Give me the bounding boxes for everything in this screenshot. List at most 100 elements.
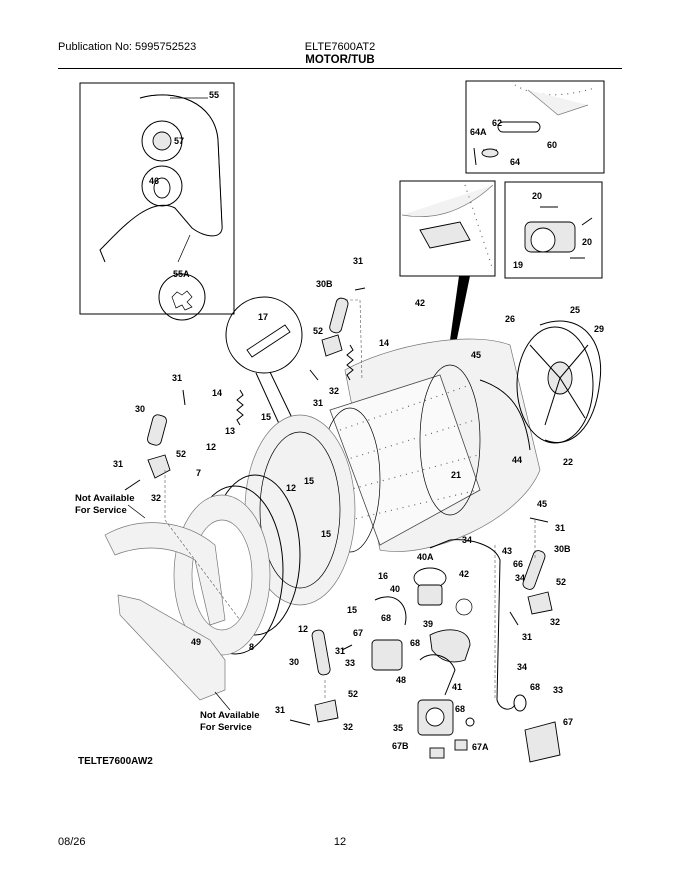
callout: 39 [423,619,433,629]
callout: 45 [471,350,481,360]
callout: 44 [512,455,522,465]
diagram-code: TELTE7600AW2 [78,756,153,767]
callout: 34 [515,573,525,583]
callout: 42 [459,569,469,579]
callout: 68 [530,682,540,692]
callout: 31 [335,646,345,656]
callout: 64A [470,127,487,137]
callout: 29 [594,324,604,334]
callout: 33 [345,658,355,668]
callout: 34 [462,535,472,545]
note-lower-line2: For Service [200,722,252,733]
callout: 60 [547,140,557,150]
callout: 33 [553,685,563,695]
note-upper-line2: For Service [75,505,127,516]
inset-pump [504,181,603,279]
model-number: ELTE7600AT2 [304,41,376,53]
callout: 35 [393,723,403,733]
callout: 25 [570,305,580,315]
callout: 31 [555,523,565,533]
publication-number: Publication No: 5995752523 [58,41,197,53]
callout: 68 [410,638,420,648]
callout: 21 [451,470,461,480]
callout: 57 [174,136,184,146]
callout: 15 [321,529,331,539]
header-rule [58,68,622,69]
note-upper-leader [127,504,146,519]
callout: 67A [472,742,489,752]
note-upper-line1: Not Available [75,493,134,504]
callout: 31 [522,632,532,642]
callout: 15 [261,412,271,422]
callout: 48 [396,675,406,685]
callout: 67 [563,717,573,727]
callout: 49 [191,637,201,647]
callout: 32 [329,386,339,396]
callout: 20 [532,191,542,201]
callout: 14 [379,338,389,348]
callout: 12 [286,483,296,493]
drain-pump-group [371,539,527,759]
callout: 31 [313,398,323,408]
callout: 52 [313,326,323,336]
callout: 34 [517,662,527,672]
callout: 45 [537,499,547,509]
callout: 26 [505,314,515,324]
callout: 40 [390,584,400,594]
section-title: MOTOR/TUB [305,54,375,66]
callout: 14 [212,388,222,398]
callout: 52 [176,449,186,459]
callout: 30B [316,279,333,289]
callout: 31 [353,256,363,266]
callout: 31 [275,705,285,715]
callout: 55 [209,90,219,100]
callout: 46 [149,176,159,186]
callout: 19 [513,260,523,270]
callout: 8 [249,642,254,652]
note-lower-leader [214,691,231,711]
callout: 15 [347,605,357,615]
callout: 12 [206,442,216,452]
callout: 31 [113,459,123,469]
callout: 20 [582,237,592,247]
callout: 52 [556,577,566,587]
callout: 30 [135,404,145,414]
callout: 30 [289,657,299,667]
tub-assembly [173,320,602,656]
inset-door-gasket [79,82,235,321]
front-counterweight [104,522,226,701]
callout: 66 [513,559,523,569]
callout: 64 [510,157,520,167]
callout: 32 [151,493,161,503]
callout: 30B [554,544,571,554]
callout: 7 [196,468,201,478]
callout: 40A [417,552,434,562]
callout: 42 [415,298,425,308]
callout: 31 [172,373,182,383]
callout-labels: 55 57 46 55A 62 64A 60 64 20 20 19 31 30… [113,90,604,752]
inset-heater [465,80,605,174]
callout: 16 [378,571,388,581]
footer-date: 08/26 [58,836,86,848]
callout: 62 [492,118,502,128]
callout: 32 [343,722,353,732]
callout: 52 [348,689,358,699]
callout: 43 [502,546,512,556]
callout: 41 [452,682,462,692]
callout: 13 [225,426,235,436]
service-notes: Not Available For Service Not Available … [75,493,259,733]
callout: 68 [455,704,465,714]
callout: 67B [392,741,409,751]
callout: 55A [173,269,190,279]
callout: 32 [550,617,560,627]
callout: 17 [258,312,268,322]
callout: 67 [353,628,363,638]
callout: 68 [381,613,391,623]
suspension-parts [124,287,561,763]
page-number: 12 [333,836,347,848]
note-lower-line1: Not Available [200,710,259,721]
callout: 22 [563,457,573,467]
callout: 15 [304,476,314,486]
callout: 12 [298,624,308,634]
